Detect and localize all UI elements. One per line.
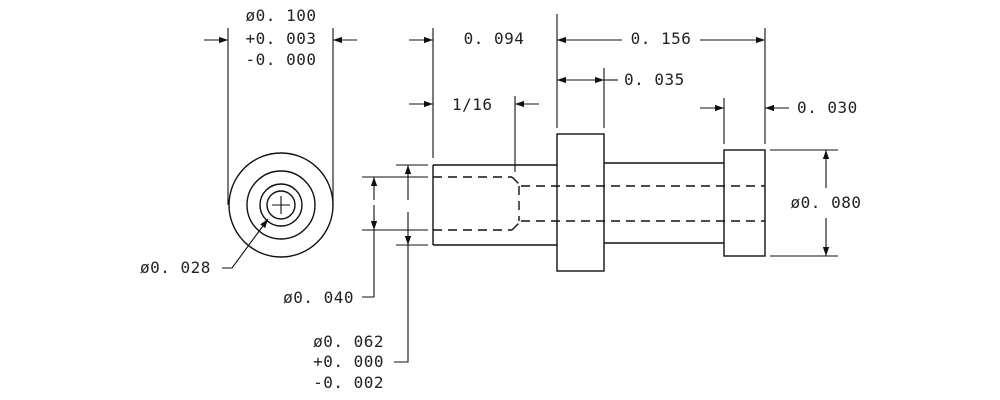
label-dia-100: ø0. 100: [246, 6, 317, 25]
end-view-inner-circle: [259, 183, 303, 227]
side-view: [432, 133, 766, 272]
hidden-taper-bottom: [511, 220, 522, 231]
flange-right: [723, 149, 766, 257]
label-dia-028: ø0. 028: [140, 258, 211, 277]
end-view: [204, 28, 357, 269]
label-dia-080: ø0. 080: [791, 193, 862, 212]
label-tol-minus-002: -0. 002: [313, 373, 384, 392]
label-tol-minus-000: -0. 000: [246, 50, 317, 69]
leader-dia-028: [222, 218, 269, 269]
label-len-035: 0. 035: [624, 70, 685, 89]
label-len-094: 0. 094: [464, 29, 525, 48]
label-tol-plus-003: +0. 003: [246, 29, 317, 48]
label-len-156: 0. 156: [631, 29, 692, 48]
leader-062: [394, 245, 409, 363]
end-view-middle-circle: [246, 170, 316, 240]
label-tol-plus-000: +0. 000: [313, 352, 384, 371]
label-dia-040: ø0. 040: [283, 288, 354, 307]
flange-left: [556, 133, 605, 272]
label-len-030: 0. 030: [797, 98, 858, 117]
label-dia-062: ø0. 062: [313, 332, 384, 351]
leader-040: [362, 230, 375, 298]
end-view-bore-circle: [266, 190, 296, 220]
hidden-taper-top: [511, 176, 522, 187]
label-len-1-16: 1/16: [452, 95, 493, 114]
